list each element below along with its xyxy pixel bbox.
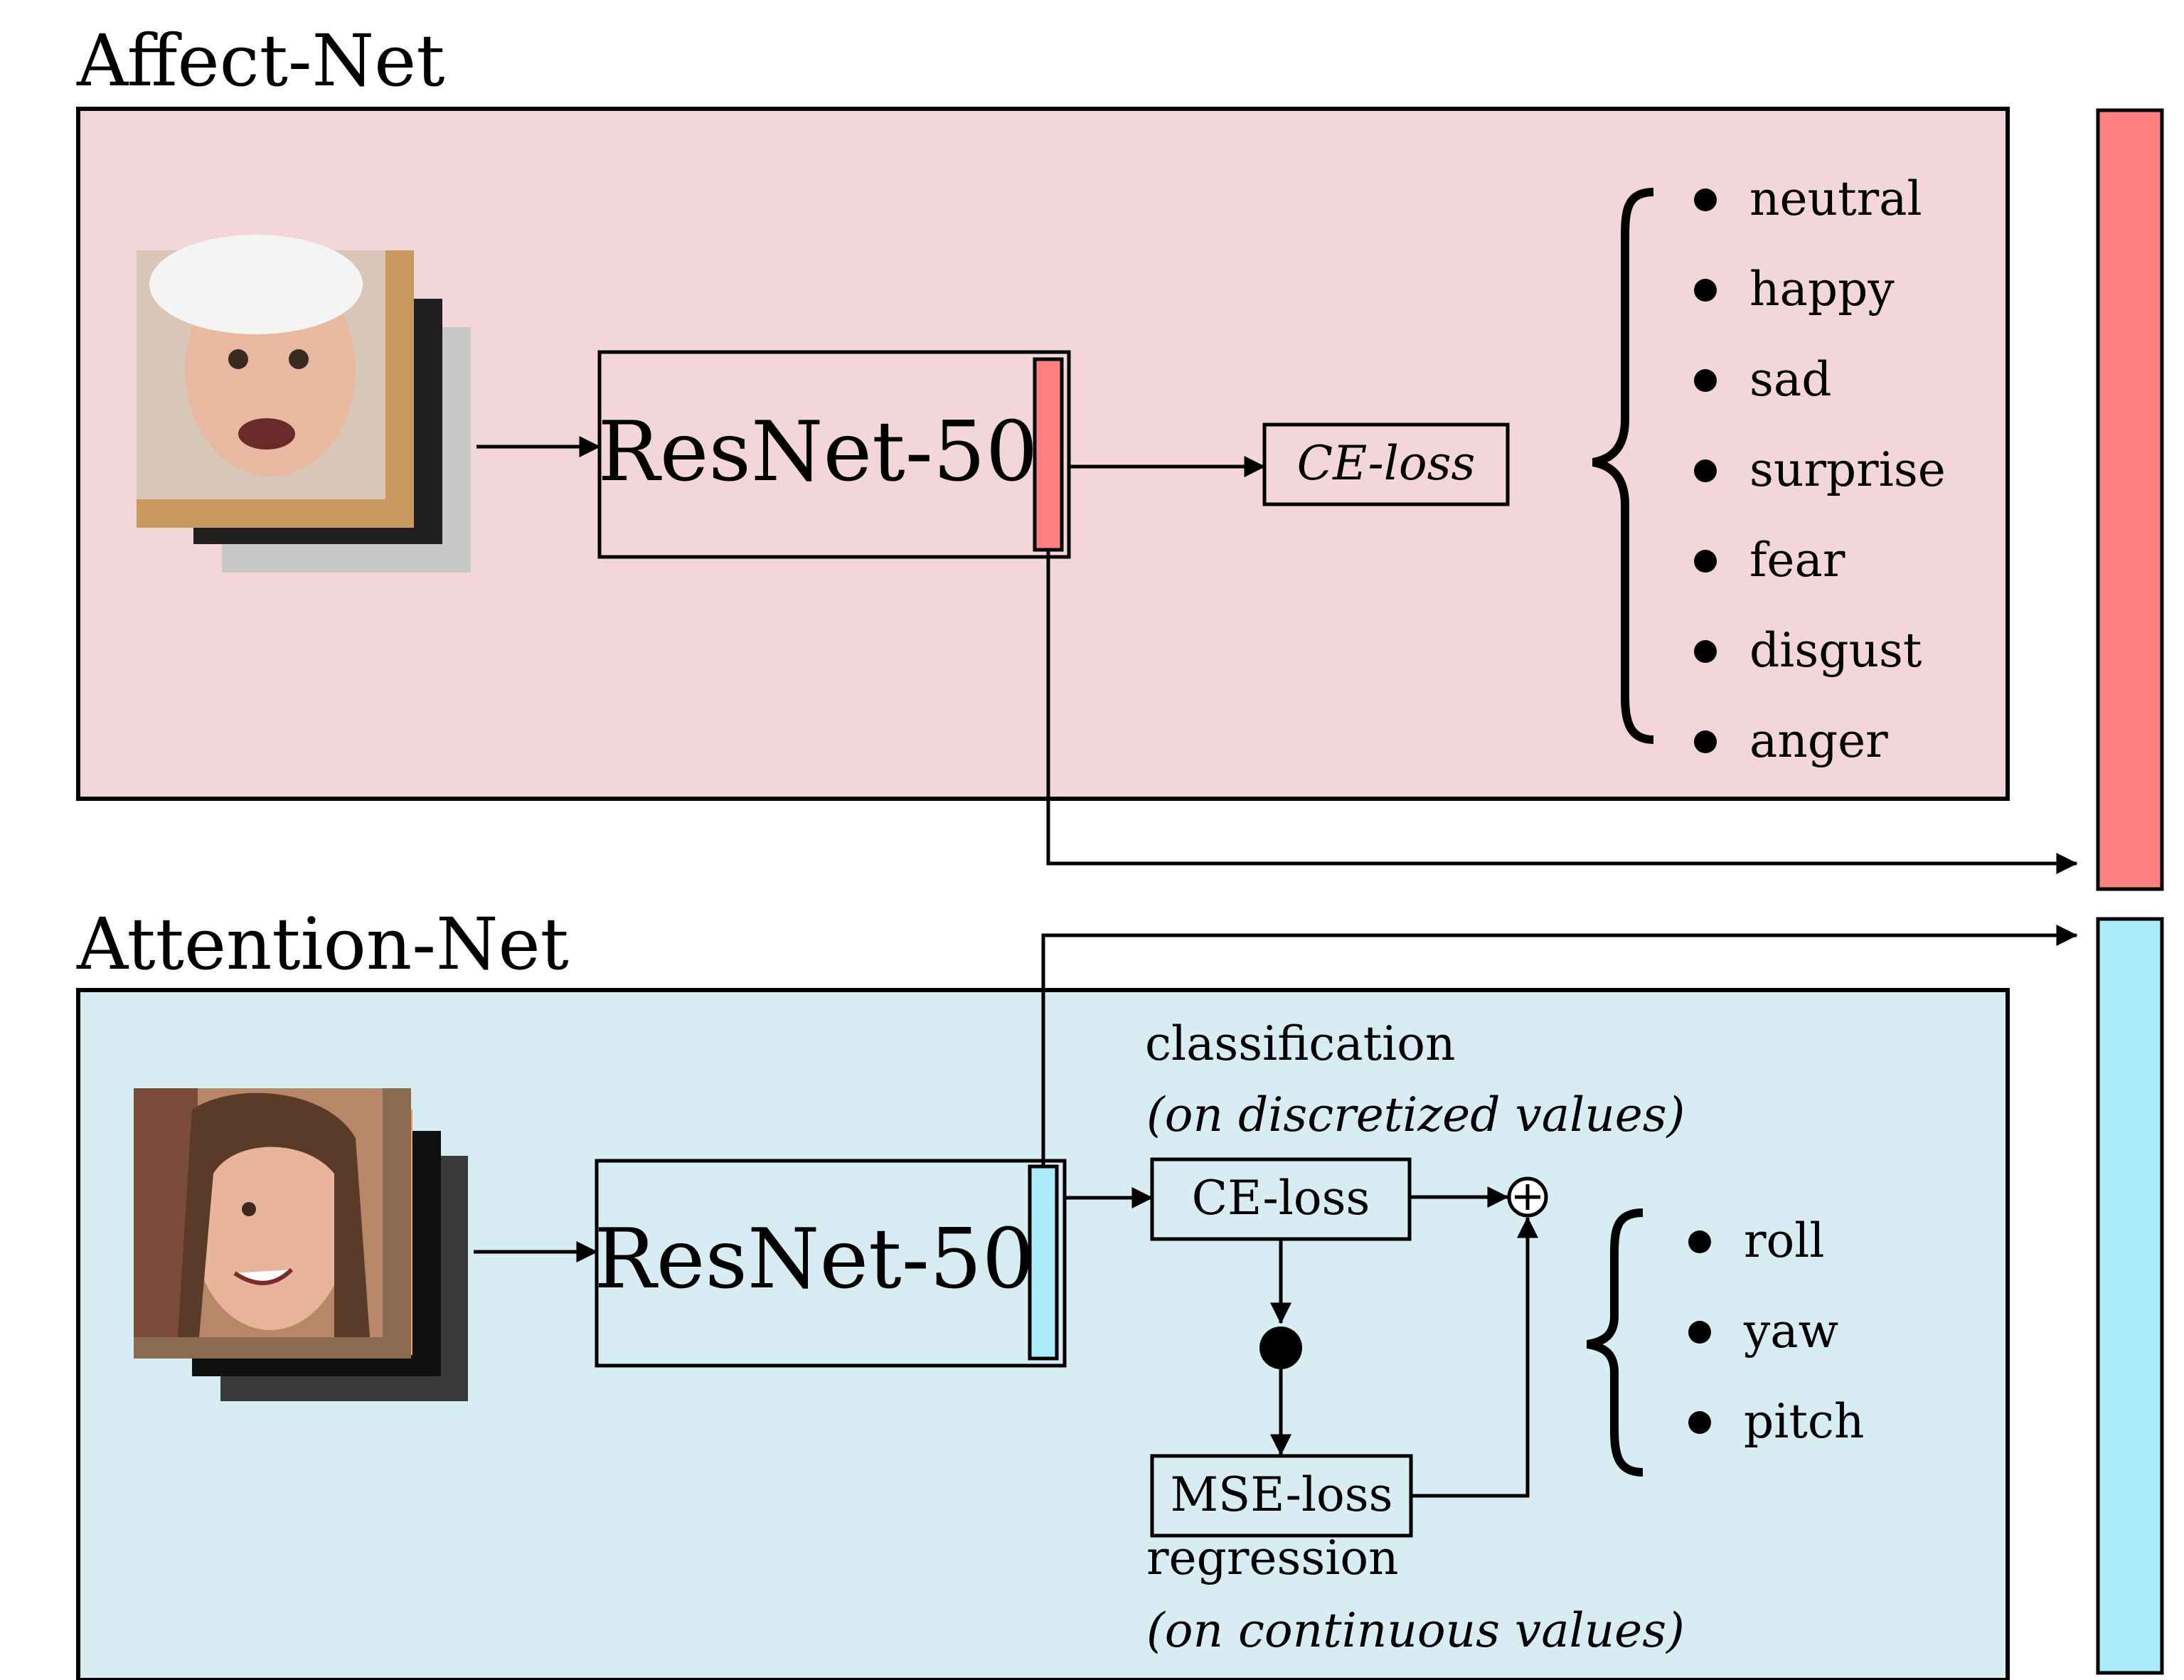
attention-feature-bar [2096, 917, 2164, 1675]
class-anger: anger [1749, 713, 1888, 768]
classification-label: classification [1145, 1016, 1455, 1071]
bullet-disgust [1694, 640, 1717, 663]
bullet-sad [1694, 369, 1717, 392]
affect-feature-bar [2096, 108, 2164, 891]
regression-note: (on continuous values) [1146, 1603, 1685, 1658]
bullet-pitch [1688, 1411, 1711, 1434]
regression-label: regression [1146, 1531, 1399, 1585]
class-sad: sad [1749, 352, 1831, 407]
attention-feature-route [1041, 925, 2078, 1166]
attention-face-image [134, 1088, 383, 1337]
classification-note: (on discretized values) [1146, 1088, 1685, 1142]
affect-net-section: Affect-Net ResNet-50 CE-loss [76, 19, 2010, 801]
expectation-dot [1259, 1327, 1302, 1369]
affect-resnet-label: ResNet-50 [597, 404, 1038, 500]
class-surprise: surprise [1749, 442, 1946, 497]
angle-pitch: pitch [1744, 1394, 1864, 1449]
affect-face-stack [137, 235, 471, 573]
bullet-neutral [1694, 188, 1717, 211]
bullet-fear [1694, 550, 1717, 573]
angle-roll: roll [1744, 1213, 1825, 1268]
bullet-roll [1688, 1230, 1711, 1253]
angle-yaw: yaw [1743, 1304, 1838, 1359]
affect-class-list: neutral happy sad surprise fear disgust … [1694, 171, 1946, 768]
affect-class-brace [1592, 188, 1654, 744]
attention-ce-loss-label: CE-loss [1192, 1171, 1370, 1226]
class-neutral: neutral [1749, 171, 1922, 226]
bullet-happy [1694, 279, 1717, 302]
class-happy: happy [1749, 262, 1895, 317]
attention-feature-vector [1028, 1164, 1059, 1361]
attention-face-stack [134, 1088, 468, 1401]
attention-mse-loss-label: MSE-loss [1170, 1467, 1392, 1522]
affect-feature-vector [1033, 357, 1064, 552]
bullet-yaw [1688, 1321, 1711, 1344]
class-fear: fear [1749, 533, 1845, 588]
bullet-anger [1694, 730, 1717, 753]
bullet-surprise [1694, 459, 1717, 482]
class-disgust: disgust [1749, 623, 1922, 678]
angle-list: roll yaw pitch [1688, 1213, 1864, 1449]
affect-ce-loss-label: CE-loss [1297, 436, 1476, 491]
attention-net-title: Attention-Net [76, 903, 569, 986]
attention-resnet-label: ResNet-50 [594, 1211, 1034, 1307]
affect-face-image [137, 235, 385, 499]
angle-brace [1586, 1208, 1644, 1477]
mse-to-sum-arrow [1411, 1216, 1538, 1498]
sum-node [1507, 1176, 1548, 1218]
affect-feature-route [1046, 550, 2078, 874]
attention-resnet-box [595, 1159, 1067, 1368]
affect-net-title: Affect-Net [76, 19, 445, 102]
